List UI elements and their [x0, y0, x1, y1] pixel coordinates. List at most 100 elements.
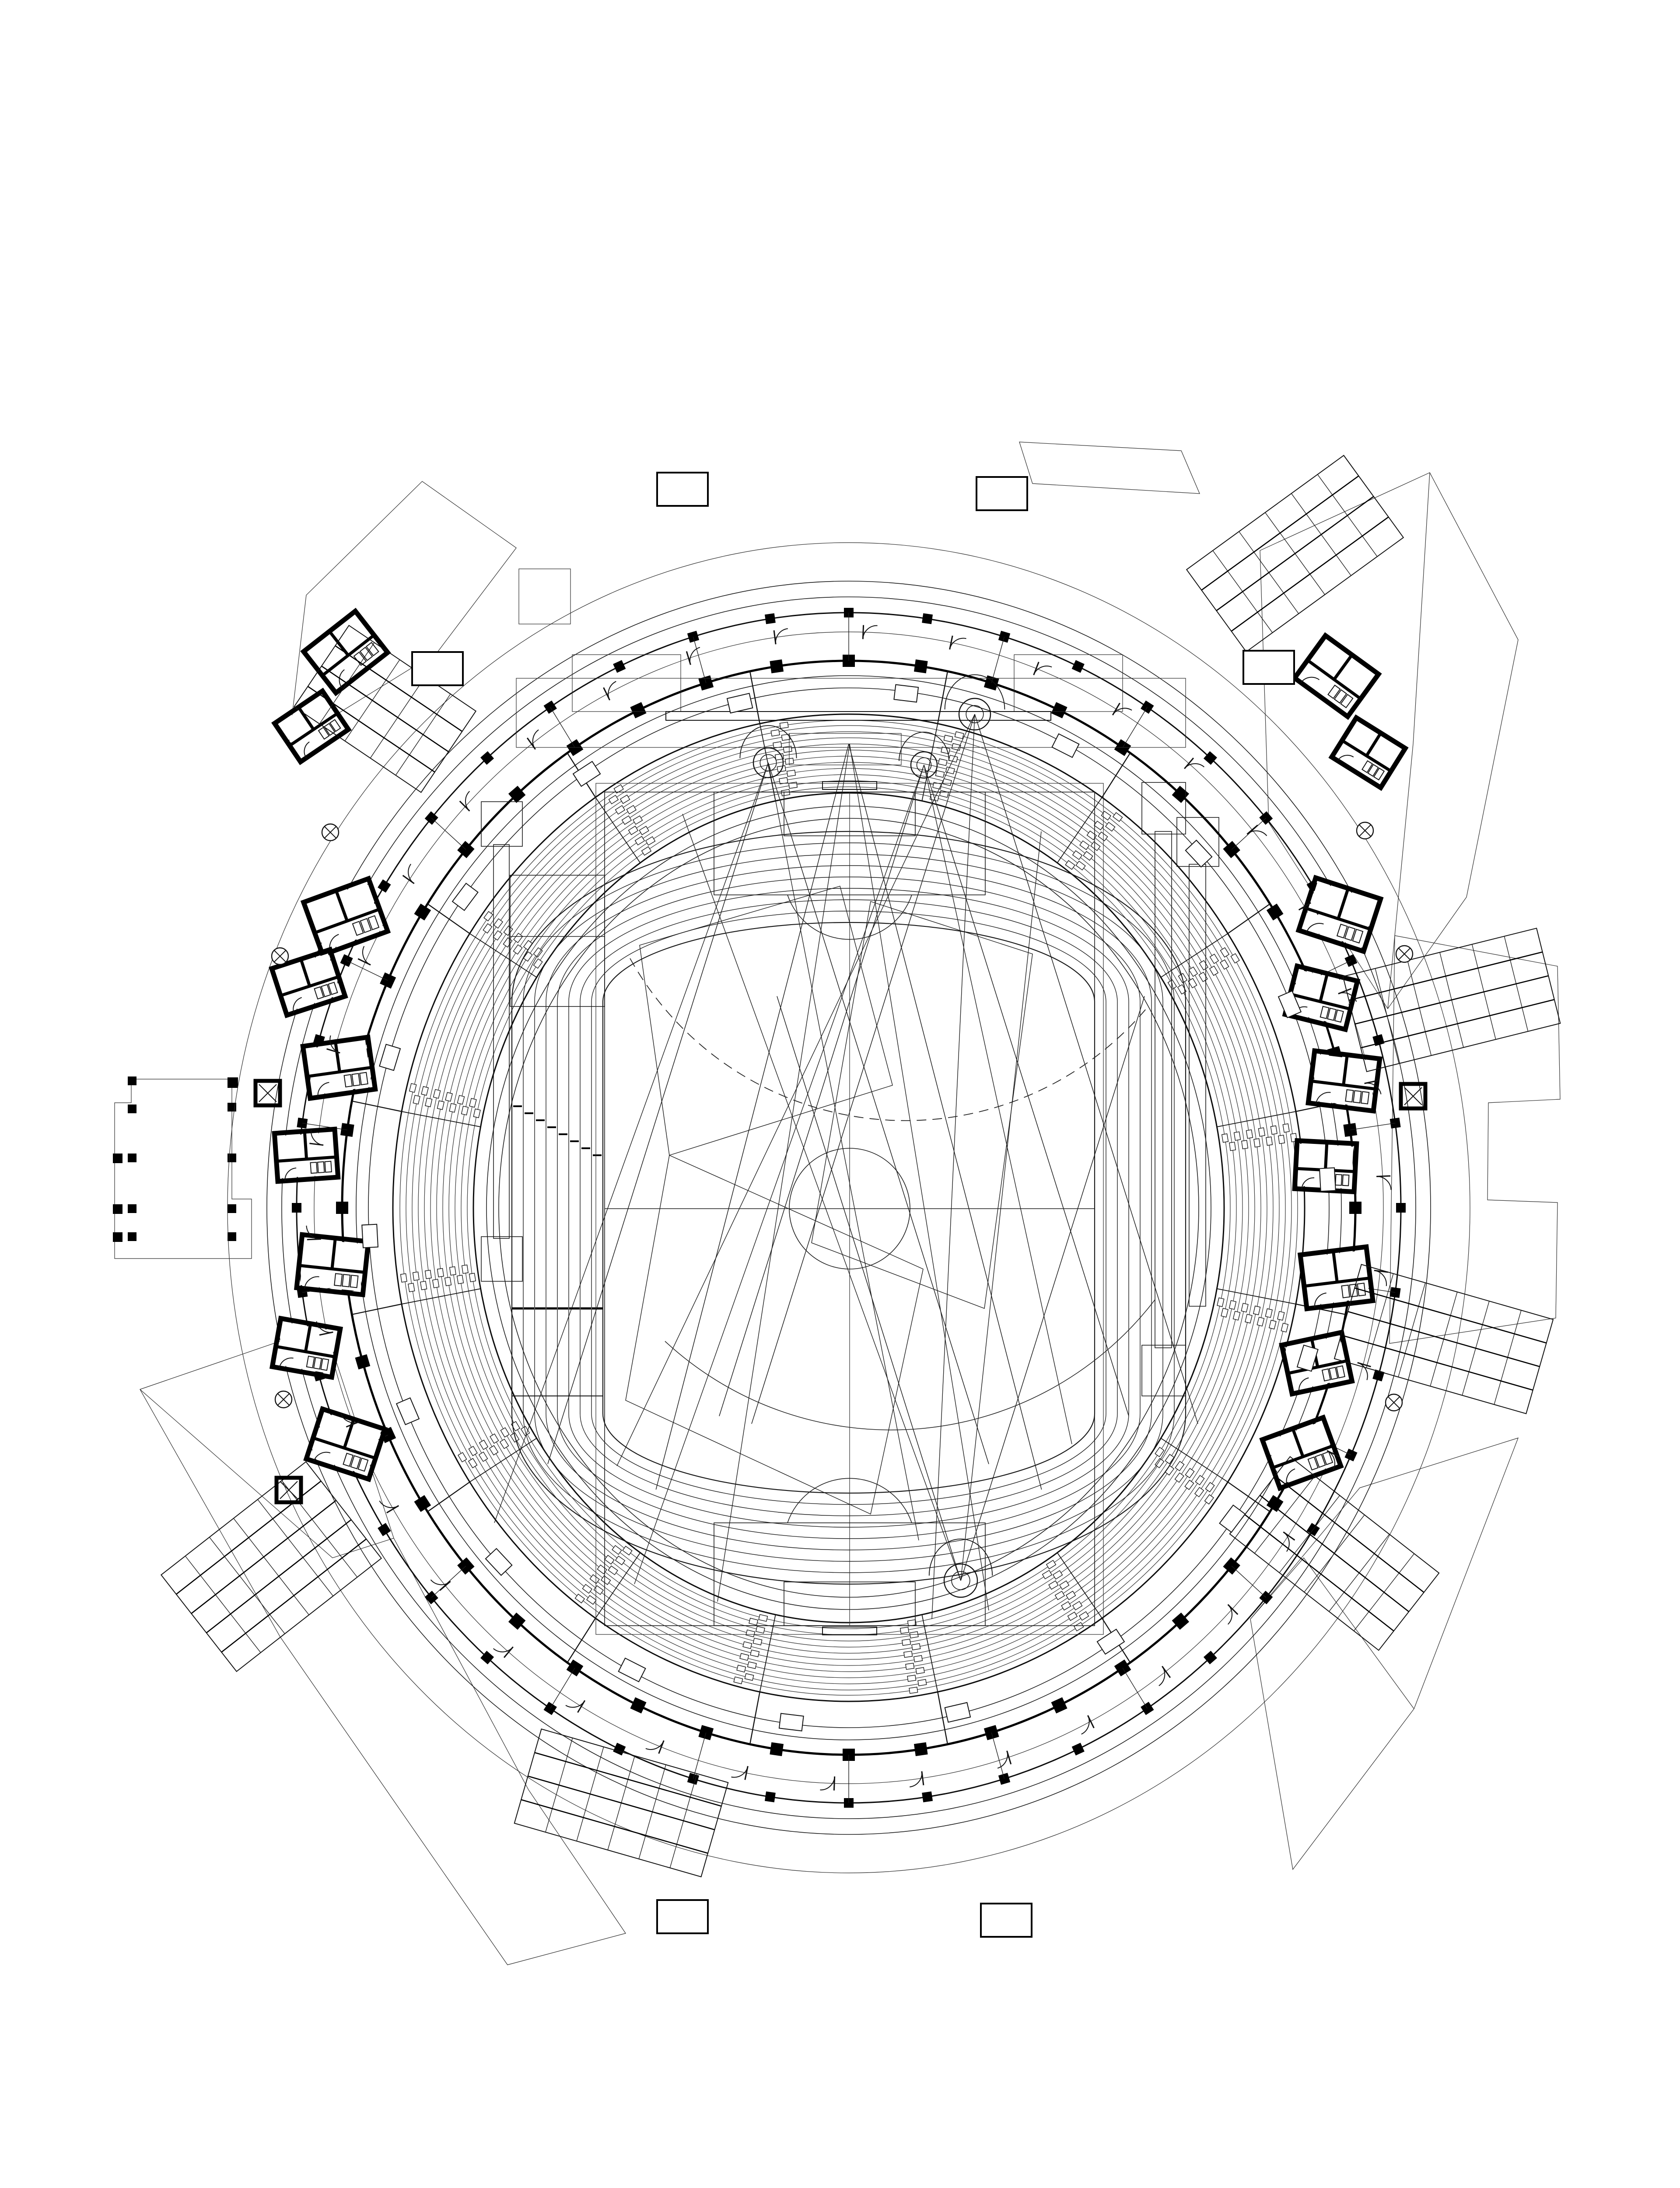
concourse-partition [550, 1668, 575, 1709]
seating-step-marker [1220, 947, 1230, 958]
vomitory-tunnel [1227, 903, 1270, 934]
door-swing-icon [1301, 1177, 1315, 1189]
wc-block-e1 [1291, 632, 1382, 720]
concourse-kiosk [1219, 1504, 1246, 1533]
seating-step-marker [1228, 1300, 1237, 1310]
vomitory-aisle-wall [921, 1614, 938, 1692]
seating-step-marker [523, 951, 533, 962]
seating-step-marker [1046, 1560, 1057, 1570]
vomitory-tunnel [352, 1100, 402, 1112]
concourse-kiosk [944, 1702, 971, 1723]
vomitory-tunnel [352, 1303, 402, 1315]
seating-step-marker [449, 1266, 456, 1276]
seating-step-marker [449, 1103, 457, 1113]
room-partition [1333, 654, 1354, 680]
seating-step-marker [1209, 954, 1219, 964]
seating-step-marker [1277, 1311, 1285, 1321]
concourse-door [1338, 988, 1357, 1002]
concourse-column [336, 1202, 348, 1214]
annex-column [113, 1154, 122, 1163]
tech-room-nw [572, 654, 681, 712]
stair-tread [1348, 951, 1543, 1001]
seating-step-marker [437, 1100, 445, 1110]
seating-step-marker [1174, 1472, 1184, 1483]
sector-envelope-1 [811, 901, 1033, 1309]
room-partition [334, 890, 349, 922]
seating-step-marker [400, 1273, 407, 1283]
seating-step-marker [913, 1655, 923, 1662]
door-swing-icon [1286, 1468, 1295, 1486]
vomitory-tunnel [749, 1692, 760, 1745]
concourse-door [862, 625, 878, 639]
wc-fixture [1360, 1091, 1370, 1105]
seating-step-marker [421, 1086, 429, 1096]
canopy-sw-fold [140, 1389, 394, 1558]
seating-step-marker [1042, 1570, 1053, 1580]
concourse-column [508, 1612, 526, 1630]
concourse-column [1349, 1202, 1362, 1214]
concourse-door [773, 628, 788, 645]
shot-put-circle-inner [916, 757, 932, 773]
annex-column [128, 1204, 136, 1213]
facade-column [922, 1791, 933, 1802]
concourse-door [1112, 702, 1132, 715]
wc-fixture [1367, 764, 1379, 777]
concourse-door [686, 647, 700, 665]
stair-tread [1341, 1334, 1533, 1391]
seating-step-marker [943, 735, 953, 743]
annex-column [113, 1204, 122, 1214]
seating-step-marker [1165, 1454, 1175, 1464]
seating-step-marker [1101, 810, 1111, 820]
concourse-column [508, 785, 526, 803]
wc-fixture [351, 1073, 361, 1087]
seating-step-marker [457, 1095, 465, 1105]
control-cabin [656, 472, 709, 507]
concourse-door [949, 635, 966, 650]
seating-step-marker [615, 805, 626, 815]
door-leaf [603, 687, 610, 701]
seating-step-marker [620, 794, 630, 804]
vomitory-aisle-wall [401, 1111, 481, 1127]
seating-step-marker [613, 784, 624, 794]
seating-step-marker [483, 911, 494, 922]
seating-step-marker [1074, 1622, 1084, 1632]
vomitory-tunnel [427, 903, 470, 934]
door-swing-icon [1306, 923, 1324, 933]
wc-fixture [310, 1161, 318, 1174]
concourse-door [997, 1750, 1012, 1769]
discus-circle-north-inner [760, 754, 777, 771]
seating-step-marker [907, 1675, 917, 1682]
concourse-door [402, 863, 415, 884]
hammer-circle-north-inner [966, 705, 984, 723]
athletics-track [510, 831, 1186, 1585]
track-outer-kerb [511, 831, 1186, 1585]
wc-fixture [352, 921, 364, 936]
concourse-door [1033, 662, 1052, 676]
concourse-door [306, 1225, 321, 1241]
hammer-circle-north-sector-line [974, 714, 1198, 1424]
vomitory-aisle-wall [401, 1288, 481, 1304]
wc-fixture [1361, 760, 1373, 773]
seating-tier [467, 786, 1231, 1629]
seating-step-marker [461, 1264, 469, 1274]
hammer-circle-north-cage [944, 674, 1005, 710]
canopy-north [1019, 442, 1200, 494]
seating-step-marker [574, 1593, 585, 1604]
stair-tread [1354, 975, 1549, 1025]
seating-tier [448, 768, 1249, 1648]
room-partition [328, 630, 350, 656]
seating-step-marker [1258, 1127, 1266, 1137]
concourse-door [357, 946, 371, 966]
wc-fixture [1349, 1283, 1358, 1297]
concourse-door [493, 1646, 514, 1658]
stair-stringer [185, 1556, 261, 1653]
stair-e1 [1342, 927, 1561, 1073]
lift-cross-icon [1404, 1087, 1422, 1105]
stair-tread [221, 1538, 367, 1653]
concourse-doors-group [253, 472, 1428, 1938]
seating-step-marker [424, 1269, 432, 1279]
facade-column [1071, 660, 1085, 673]
door-leaf [1006, 1750, 1012, 1764]
wc-fixture [365, 642, 379, 656]
